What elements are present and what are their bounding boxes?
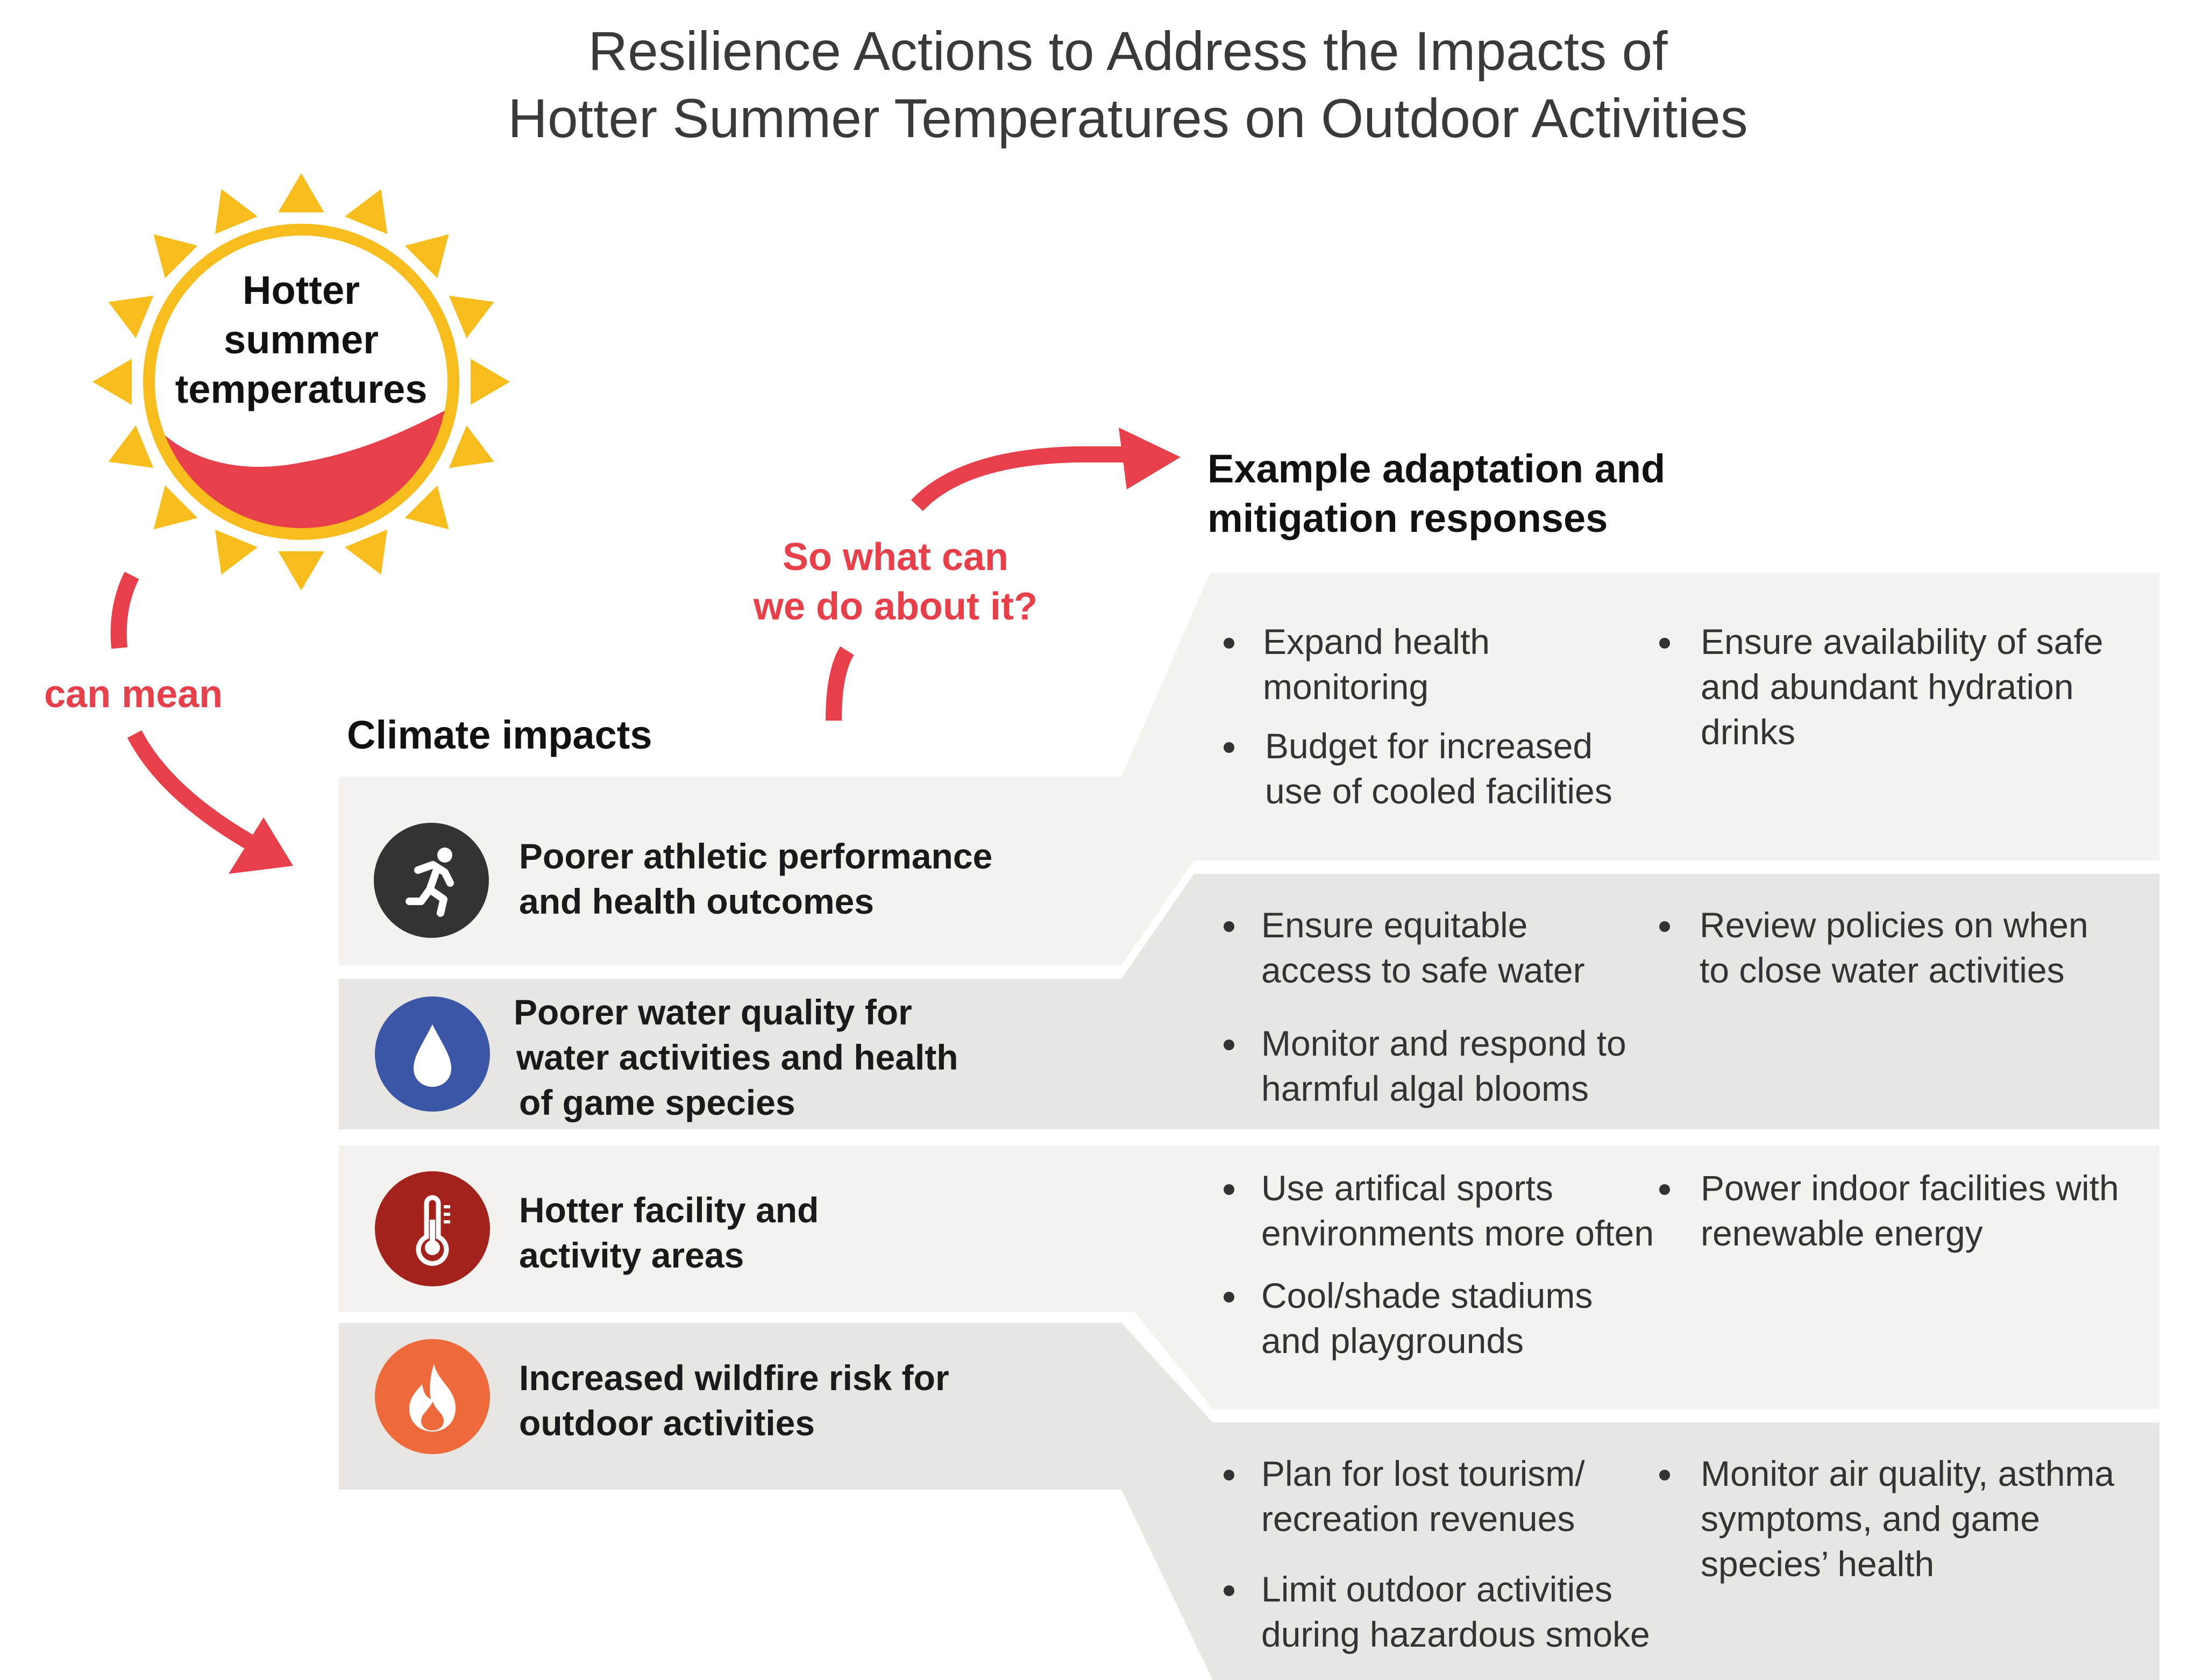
response-4b: Limit outdoor activities during hazardou… (1261, 1569, 1650, 1654)
fire-icon (375, 1339, 490, 1454)
bullet-icon (1659, 1470, 1670, 1480)
panel-row-3 (339, 1145, 2159, 1409)
response-4a: Plan for lost tourism/ recreation revenu… (1261, 1454, 1585, 1539)
panel-row-4 (339, 1323, 2159, 1680)
bullet-icon (1224, 1585, 1234, 1596)
response-2b: Monitor and respond to harmful algal blo… (1261, 1023, 1626, 1108)
response-4c: Monitor air quality, asthma symptoms, an… (1701, 1454, 2115, 1584)
response-3a: Use artifical sports environments more o… (1261, 1168, 1654, 1253)
impact-2-line-1: Poorer water quality for (514, 992, 912, 1032)
bullet-icon (1224, 1184, 1234, 1195)
so-what-label-line-1: So what can (782, 536, 1009, 579)
climate-impacts-heading: Climate impacts (347, 713, 652, 757)
impact-4-line-1: Increased wildfire risk for (519, 1358, 949, 1398)
bullet-icon (1224, 1470, 1234, 1480)
bullet-icon (1224, 1292, 1234, 1302)
can-mean-label: can mean (44, 673, 223, 716)
response-1a: Expand health monitoring (1263, 622, 1490, 707)
responses-heading-line-2: mitigation responses (1207, 496, 1608, 540)
running-person-icon (374, 823, 489, 938)
responses-heading-line-1: Example adaptation and (1207, 446, 1666, 491)
thermometer-icon (375, 1171, 490, 1286)
bullet-icon (1659, 1184, 1670, 1195)
impact-2-line-2: water activities and health (516, 1037, 958, 1077)
panel-row-1 (339, 573, 2159, 965)
sun-label-line-3: temperatures (175, 367, 428, 411)
response-3c: Power indoor facilities with renewable e… (1701, 1168, 2119, 1253)
impact-3-line-2: activity areas (519, 1235, 744, 1275)
impact-3-line-1: Hotter facility and (519, 1190, 819, 1230)
impact-4-line-2: outdoor activities (519, 1403, 815, 1443)
so-what-label-line-2: we do about it? (754, 585, 1037, 628)
impact-1-line-1: Poorer athletic performance (519, 836, 993, 876)
bullet-icon (1224, 742, 1234, 753)
bullet-icon (1224, 921, 1234, 932)
response-1c: Ensure availability of safe and abundant… (1701, 622, 2103, 752)
sun-label-line-1: Hotter (243, 268, 360, 312)
sun-label-line-2: summer (224, 317, 379, 362)
title-line-1: Resilience Actions to Address the Impact… (588, 20, 1668, 82)
title-line-2: Hotter Summer Temperatures on Outdoor Ac… (508, 88, 1748, 149)
impact-2-line-3: of game species (519, 1083, 795, 1122)
response-2c: Review policies on when to close water a… (1700, 905, 2088, 990)
response-3b: Cool/shade stadiums and playgrounds (1261, 1276, 1593, 1361)
bullet-icon (1659, 921, 1670, 932)
bullet-icon (1659, 638, 1670, 649)
bullet-icon (1224, 1040, 1234, 1050)
water-drop-icon (375, 996, 490, 1112)
response-2a: Ensure equitable access to safe water (1261, 905, 1585, 990)
impact-1-line-2: and health outcomes (519, 881, 875, 921)
response-1b: Budget for increased use of cooled facil… (1265, 726, 1612, 811)
bullet-icon (1224, 638, 1234, 649)
panel-row-2 (339, 874, 2159, 1129)
